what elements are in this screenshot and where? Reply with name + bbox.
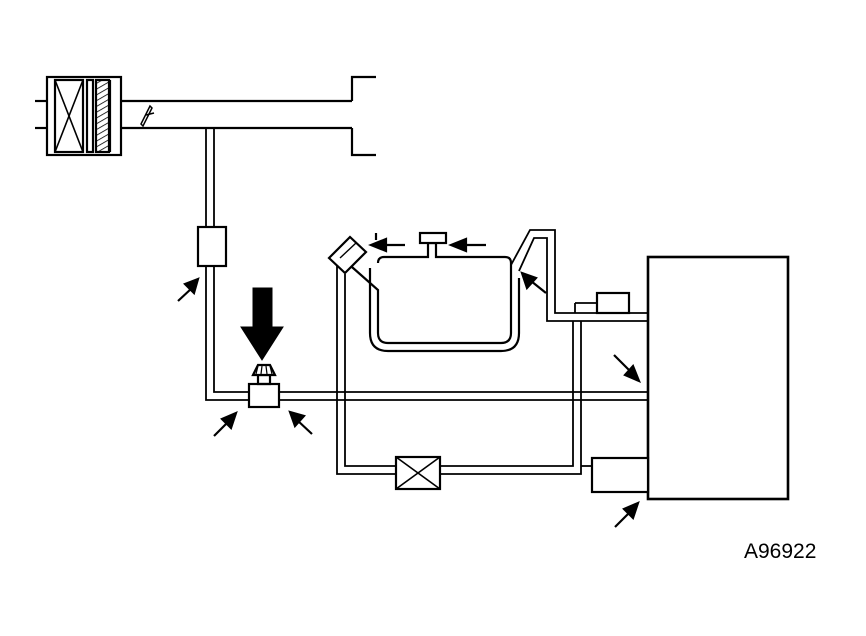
- arrow-icon: [213, 411, 238, 437]
- air-cleaner: [35, 75, 123, 157]
- arrow-icon: [177, 277, 200, 302]
- purge-filter: [196, 225, 228, 268]
- arrow-icon: [448, 237, 486, 253]
- bold-arrow-icon: [240, 287, 284, 361]
- arrow-icon: [613, 354, 642, 384]
- throttle-valve: [140, 104, 155, 128]
- filler-neck: [327, 235, 368, 275]
- arrow-icon: [368, 233, 405, 253]
- arrow-icon: [614, 501, 640, 528]
- air-filter-box: [394, 455, 442, 491]
- filler-vent-line: [336, 266, 582, 475]
- pump-module: [590, 456, 650, 494]
- arrow-icon: [288, 410, 313, 435]
- fuel-tank-cap: [418, 231, 448, 245]
- vapor-line: [279, 391, 648, 401]
- intake-duct: [121, 75, 376, 157]
- figure-id: A96922: [744, 540, 817, 563]
- pressure-switch-box: [595, 291, 631, 315]
- charcoal-canister: [646, 255, 790, 501]
- purge-line: [205, 128, 249, 401]
- fuel-tank: [343, 241, 521, 353]
- purge-vsv: [247, 363, 281, 409]
- arrow-icon: [520, 271, 547, 294]
